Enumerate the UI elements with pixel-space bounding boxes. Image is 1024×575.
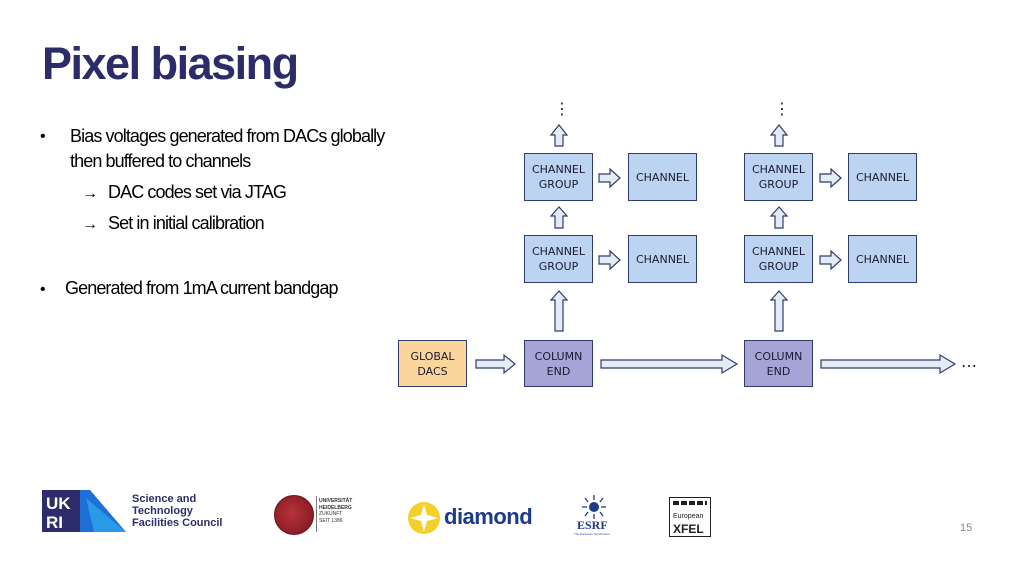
right-arrow [819,167,842,189]
right-arrow [820,353,957,375]
vertical-ellipsis: ⋮ [774,99,790,118]
channel-group-box: CHANNEL GROUP [744,235,813,283]
esrf-subtitle: The European Synchrotron [574,532,611,536]
xfel-line2: XFEL [673,522,704,536]
bullet-text: Generated from 1mA current bandgap [65,278,338,298]
stfc-line: Science and [132,493,197,505]
ukri-letters-top: UK [46,494,71,513]
partner-logos: UK RI Science and Technology Facilities … [0,480,1024,550]
heidelberg-line: SEIT 1386 [319,517,343,524]
xfel-line1: European [673,513,704,520]
sub-bullet-text: DAC codes set via JTAG [108,182,287,202]
channel-box: CHANNEL [628,153,697,201]
sub-bullet-arrow: → [82,216,98,233]
right-arrow [600,353,739,375]
horizontal-ellipsis: … [961,352,977,371]
sub-bullet-text: Set in initial calibration [108,213,265,233]
esrf-logo: ESRF The European Synchrotron [574,494,612,540]
heidelberg-line: UNIVERSITÄT [319,498,353,504]
heidelberg-line: ZUKUNFT [319,511,343,517]
slide-title: Pixel biasing [42,38,299,89]
ukri-icon: UK RI [42,490,126,532]
channel-group-box: CHANNEL GROUP [744,153,813,201]
heidelberg-seal [274,495,314,535]
right-arrow [598,167,621,189]
up-arrow [549,206,569,229]
heidelberg-line: HEIDELBERG [319,504,352,511]
up-arrow [549,124,569,147]
bullet-marker: • [40,281,46,298]
sub-bullet-arrow: → [82,185,98,202]
bullet-text-continued: then buffered to channels [70,151,251,171]
channel-box: CHANNEL [848,235,917,283]
up-arrow [769,206,789,229]
esrf-wordmark: ESRF [577,518,608,532]
right-arrow [819,249,842,271]
column-end-box: COLUMN END [524,340,593,387]
stfc-line: Facilities Council [132,517,223,529]
starburst-icon [408,502,440,534]
bullet-marker: • [40,128,46,145]
channel-group-box: CHANNEL GROUP [524,153,593,201]
channel-box: CHANNEL [848,153,917,201]
diamond-wordmark: diamond [444,504,533,529]
heidelberg-wordmark: UNIVERSITÄT HEIDELBERG ZUKUNFT SEIT 1386 [319,498,352,524]
right-arrow [598,249,621,271]
vertical-ellipsis: ⋮ [554,99,570,118]
right-arrow [475,353,516,375]
bullet-text: Bias voltages generated from DACs global… [70,126,385,146]
column-end-box: COLUMN END [744,340,813,387]
ukri-logo: UK RI [42,490,126,532]
xfel-logo: European XFEL [669,497,711,537]
up-arrow [549,290,569,332]
sunburst-icon [582,495,606,519]
ukri-letters-bottom: RI [46,513,63,532]
up-arrow [769,290,789,332]
channel-box: CHANNEL [628,235,697,283]
stfc-line: Technology [132,505,193,517]
page-number: 15 [960,522,973,534]
diamond-logo [406,500,442,536]
stfc-wordmark: Science and Technology Facilities Counci… [132,493,222,529]
up-arrow [769,124,789,147]
global-dacs-box: GLOBAL DACS [398,340,467,387]
channel-group-box: CHANNEL GROUP [524,235,593,283]
